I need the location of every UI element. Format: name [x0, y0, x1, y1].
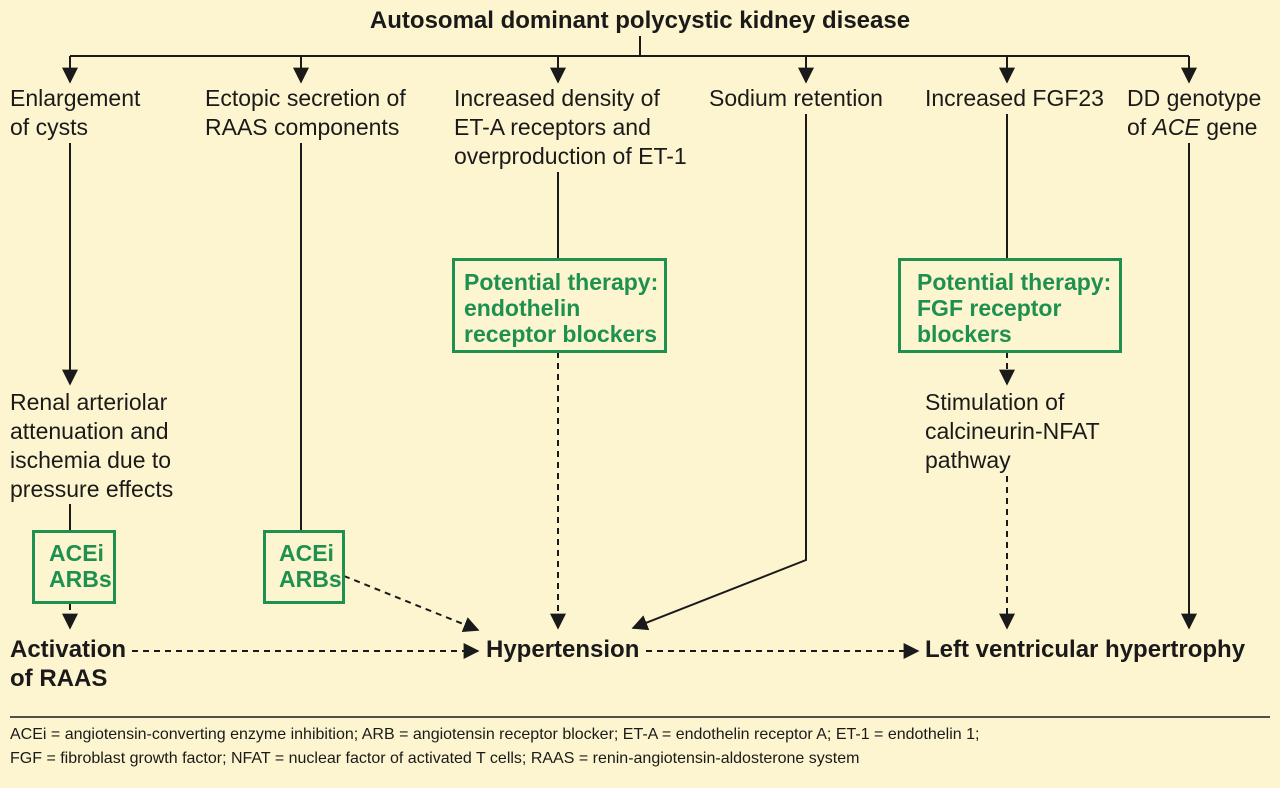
- node-line: calcineurin-NFAT: [925, 418, 1100, 444]
- outcome-left-ventricular-hypertrophy: Left ventricular hypertrophy: [925, 636, 1246, 663]
- node-line: attenuation and: [10, 418, 169, 444]
- therapy-line: Potential therapy:: [464, 269, 659, 295]
- node-calcineurin-nfat: Stimulation of calcineurin-NFAT pathway: [925, 388, 1100, 475]
- node-line: Renal arteriolar: [10, 389, 168, 415]
- therapy-line: FGF receptor: [917, 295, 1062, 321]
- outcome-line: of RAAS: [10, 665, 108, 692]
- node-increased-fgf23: Increased FGF23: [925, 84, 1104, 113]
- node-sodium-retention: Sodium retention: [709, 84, 883, 113]
- node-line: pressure effects: [10, 476, 174, 502]
- node-line: ET-A receptors and: [454, 114, 651, 140]
- therapy-line: receptor blockers: [464, 321, 658, 347]
- footnote-line: FGF = fibroblast growth factor; NFAT = n…: [10, 750, 860, 767]
- outcome-activation-of-raas: Activation of RAAS: [10, 635, 126, 693]
- diagram-title: Autosomal dominant polycystic kidney dis…: [369, 7, 911, 34]
- node-line: Ectopic secretion of: [205, 85, 406, 111]
- therapy-line: ACEi: [279, 540, 334, 566]
- node-line: Increased FGF23: [925, 85, 1104, 111]
- node-line: of ACE gene: [1127, 113, 1261, 142]
- therapy-box-fgf-receptor-blockers: Potential therapy: FGF receptor blockers: [898, 258, 1122, 353]
- therapy-line: endothelin: [464, 295, 581, 321]
- ace-gene-suffix: gene: [1199, 114, 1258, 140]
- footnote-abbreviations: ACEi = angiotensin-converting enzyme inh…: [10, 723, 1270, 771]
- node-line: overproduction of ET-1: [454, 143, 687, 169]
- node-line: Sodium retention: [709, 85, 883, 111]
- therapy-line: ARBs: [49, 566, 112, 592]
- node-line: DD genotype: [1127, 85, 1262, 111]
- node-line: Stimulation of: [925, 389, 1065, 415]
- node-line: ischemia due to: [10, 447, 172, 473]
- therapy-line: blockers: [917, 321, 1012, 347]
- therapy-box-endothelin-blockers: Potential therapy: endothelin receptor b…: [452, 258, 667, 353]
- therapy-line: ARBs: [279, 566, 342, 592]
- outcome-hypertension: Hypertension: [486, 636, 640, 663]
- ace-of-text: of: [1127, 114, 1153, 140]
- node-dd-genotype-ace: DD genotype of ACE gene: [1127, 84, 1261, 142]
- node-et-receptors: Increased density of ET-A receptors and …: [454, 84, 687, 171]
- node-ectopic-raas-secretion: Ectopic secretion of RAAS components: [205, 84, 406, 142]
- footnote-line: ACEi = angiotensin-converting enzyme inh…: [10, 726, 980, 743]
- ace-gene-name: ACE: [1152, 114, 1200, 140]
- node-line: Increased density of: [454, 85, 660, 111]
- node-enlargement-of-cysts: Enlargement of cysts: [10, 84, 140, 142]
- therapy-line: Potential therapy:: [917, 269, 1112, 295]
- outcome-line: Activation: [10, 636, 127, 663]
- therapy-box-acei-middle: ACEi ARBs: [263, 530, 345, 604]
- node-line: pathway: [925, 447, 1011, 473]
- node-line: of cysts: [10, 114, 88, 140]
- arrow-acei-to-hypertension: [343, 575, 480, 633]
- node-line: Enlargement: [10, 85, 141, 111]
- node-line: RAAS components: [205, 114, 400, 140]
- arrow-sodium-to-hypertension: [631, 114, 807, 631]
- therapy-line: ACEi: [49, 540, 104, 566]
- therapy-box-acei-left: ACEi ARBs: [32, 530, 116, 604]
- node-renal-ischemia: Renal arteriolar attenuation and ischemi…: [10, 388, 173, 504]
